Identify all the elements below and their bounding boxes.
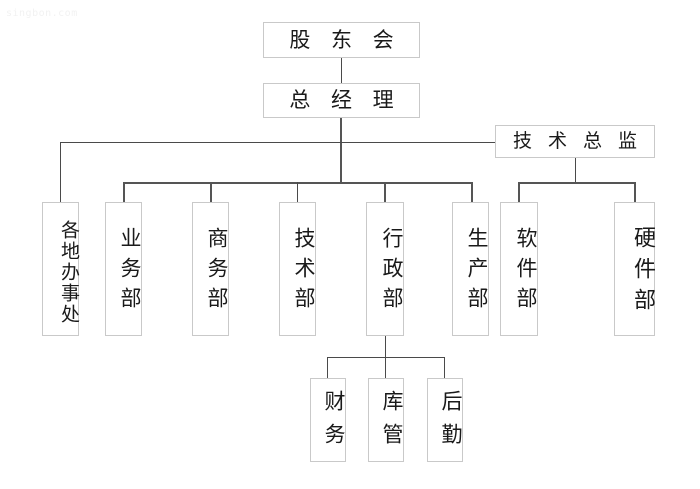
node-software-dept[interactable]: 软件部 [500, 202, 538, 336]
edge-to-production-dept [471, 182, 473, 203]
watermark-text: singbon.com [6, 8, 78, 19]
edge-to-finance [327, 357, 328, 378]
bus-departments [123, 182, 473, 184]
edge-general-manager-stem [340, 117, 342, 183]
node-tech-director[interactable]: 技 术 总 监 [495, 125, 655, 158]
edge-to-admin-dept [384, 182, 386, 203]
edge-to-hardware-dept [634, 182, 636, 203]
edge-admin-dept-stem [385, 336, 386, 358]
node-warehouse[interactable]: 库管 [368, 378, 404, 462]
node-shareholders[interactable]: 股 东 会 [263, 22, 420, 58]
node-commerce-dept-label: 商务部 [205, 227, 229, 317]
node-technology-dept[interactable]: 技术部 [279, 202, 316, 336]
node-production-dept[interactable]: 生产部 [452, 202, 489, 336]
node-software-dept-label: 软件部 [514, 227, 538, 317]
node-production-dept-label: 生产部 [465, 227, 489, 317]
node-hardware-dept-label: 硬件部 [630, 225, 655, 319]
bus-top-level [60, 142, 576, 143]
node-finance[interactable]: 财务 [310, 378, 346, 462]
edge-to-technology-dept [297, 182, 298, 203]
node-finance-label: 财务 [322, 390, 346, 456]
node-commerce-dept[interactable]: 商务部 [192, 202, 229, 336]
edge-to-commerce-dept [210, 182, 212, 203]
edge-to-regional-offices [60, 142, 61, 202]
node-regional-offices-label: 各地办事处 [58, 219, 80, 325]
node-logistics[interactable]: 后勤 [427, 378, 463, 462]
node-hardware-dept[interactable]: 硬件部 [614, 202, 655, 336]
edge-tech-director-stem [575, 157, 576, 183]
edge-to-logistics [444, 357, 445, 378]
node-business-dept[interactable]: 业务部 [105, 202, 142, 336]
node-regional-offices[interactable]: 各地办事处 [42, 202, 80, 336]
edge-to-warehouse [385, 357, 386, 378]
node-warehouse-label: 库管 [380, 390, 404, 456]
edge-to-business-dept [123, 182, 125, 203]
node-tech-director-label: 技 术 总 监 [512, 129, 643, 152]
node-general-manager[interactable]: 总 经 理 [263, 83, 420, 118]
bus-tech-director [518, 182, 635, 184]
node-admin-dept[interactable]: 行政部 [366, 202, 404, 336]
edge-to-software-dept [518, 182, 520, 203]
node-business-dept-label: 业务部 [118, 227, 142, 317]
edge-shareholders-to-general-manager [341, 57, 342, 83]
node-admin-dept-label: 行政部 [380, 227, 404, 317]
node-shareholders-label: 股 东 会 [289, 27, 401, 52]
node-technology-dept-label: 技术部 [292, 227, 316, 317]
node-general-manager-label: 总 经 理 [289, 88, 401, 113]
node-logistics-label: 后勤 [439, 390, 463, 456]
